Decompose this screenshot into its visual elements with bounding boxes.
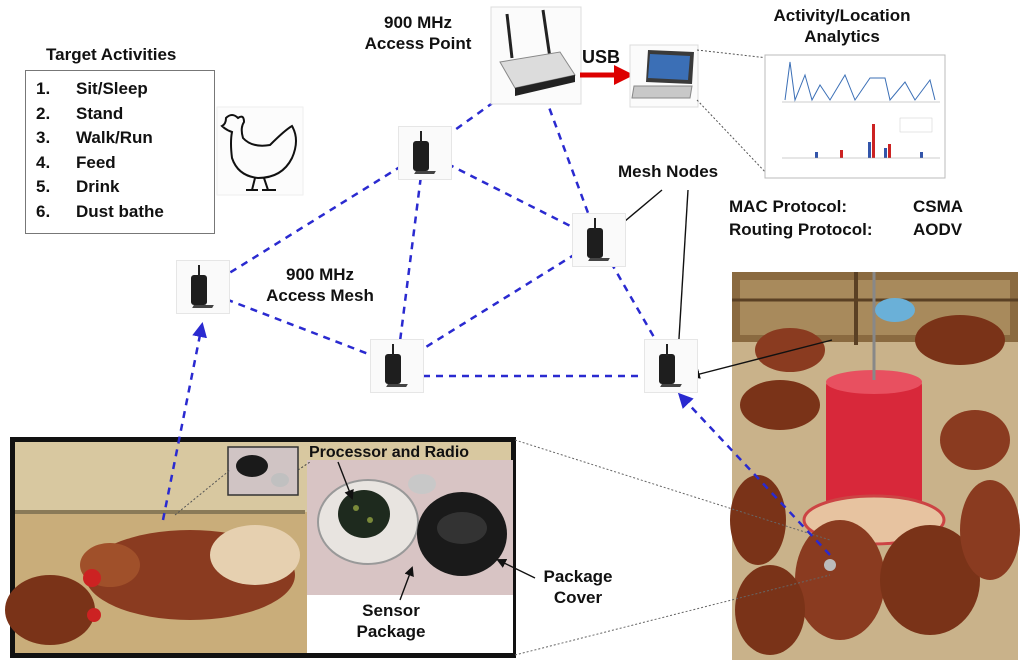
activity-item: 1. Sit/Sleep [36, 77, 214, 102]
mesh-node-icon [370, 339, 424, 393]
activity-label: Stand [76, 103, 124, 123]
chicken-outline-icon [216, 106, 304, 196]
analytics-line1: Activity/Location [773, 6, 911, 25]
mesh-node-icon [398, 126, 452, 180]
analytics-line2: Analytics [804, 27, 880, 46]
activity-number: 1. [36, 79, 51, 98]
package-cover-label: Package Cover [528, 566, 628, 608]
activity-item: 6. Dust bathe [36, 200, 214, 225]
chicken-feeder-photo [730, 272, 1020, 660]
processor-radio-label: Processor and Radio [309, 444, 470, 461]
activity-number: 2. [36, 103, 51, 123]
access-point-line2: Access Point [364, 34, 472, 53]
mesh-nodes-label: Mesh Nodes [618, 162, 719, 181]
access-point-label: 900 MHz Access Point [350, 12, 486, 54]
sensor-package-line1: Sensor [362, 601, 420, 620]
mac-protocol-value: CSMA [913, 197, 964, 216]
mac-protocol-label: MAC Protocol: [729, 197, 848, 216]
access-mesh-label: 900 MHz Access Mesh [250, 264, 390, 306]
mesh-node-icon [176, 260, 230, 314]
access-point-icon [490, 6, 582, 105]
activity-number: 5. [36, 177, 51, 197]
activity-label: Feed [76, 152, 116, 172]
activity-list: 1. Sit/Sleep 2. Stand 3. Walk/Run 4. Feed 5. Drin… [26, 71, 214, 225]
activity-label: Dust bathe [76, 201, 164, 221]
activity-number: 3. [36, 128, 51, 148]
laptop-icon [629, 44, 699, 108]
activity-item: 5. Drink [36, 175, 214, 200]
activity-number: 4. [36, 152, 51, 172]
mesh-node-icon [644, 339, 698, 393]
activity-number: 6. [36, 201, 51, 221]
package-cover-line1: Package [543, 567, 613, 586]
activity-item: 3. Walk/Run [36, 126, 214, 151]
usb-label: USB [582, 47, 621, 67]
routing-protocol-label: Routing Protocol: [729, 220, 873, 239]
analytics-label: Activity/Location Analytics [752, 5, 932, 47]
activity-label: Walk/Run [76, 128, 153, 148]
target-activities-box: 1. Sit/Sleep 2. Stand 3. Walk/Run 4. Feed 5. Drin… [25, 70, 215, 234]
activity-item: 4. Feed [36, 151, 214, 176]
sensor-package-label: Sensor Package [346, 600, 436, 642]
target-activities-title: Target Activities [46, 45, 177, 64]
analytics-chart-panel [696, 49, 946, 179]
activity-label: Sit/Sleep [76, 79, 148, 98]
access-mesh-line2: Access Mesh [266, 286, 374, 305]
mesh-node-icon [572, 213, 626, 267]
activity-label: Drink [76, 177, 120, 197]
sensor-package-line2: Package [356, 622, 426, 641]
access-point-line1: 900 MHz [383, 13, 453, 32]
access-mesh-line1: 900 MHz [285, 265, 355, 284]
activity-item: 2. Stand [36, 102, 214, 127]
routing-protocol-value: AODV [913, 220, 963, 239]
package-cover-line2: Cover [553, 588, 603, 607]
